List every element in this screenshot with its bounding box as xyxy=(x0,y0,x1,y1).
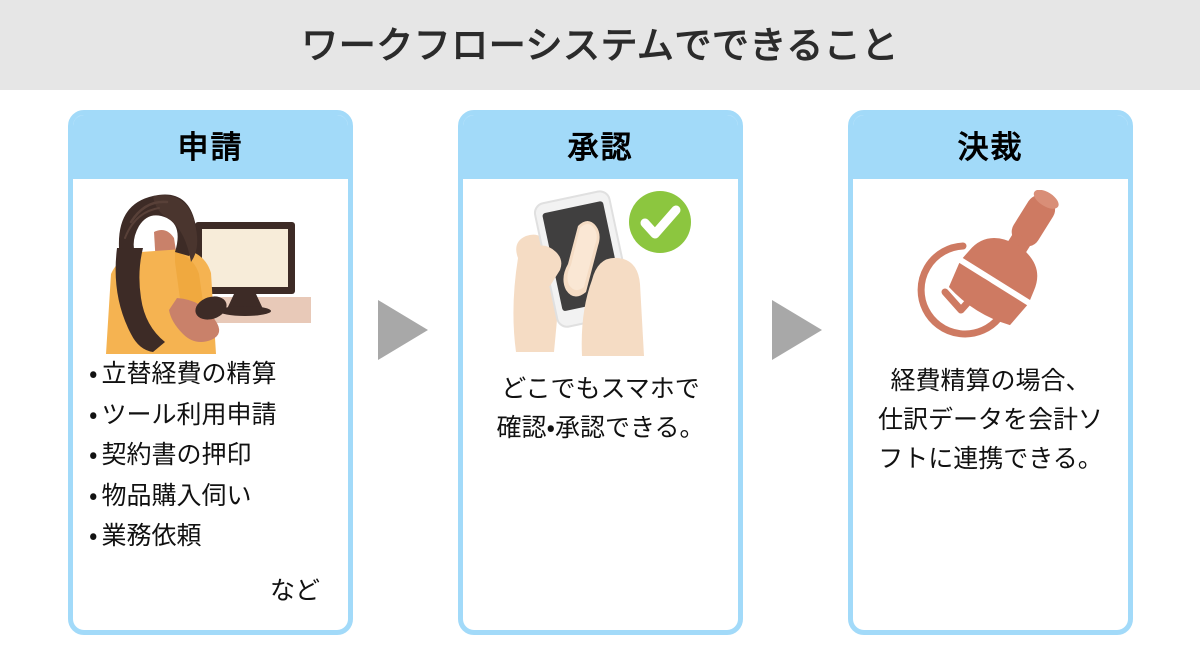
page-title: ワークフローシステムでできること xyxy=(301,24,899,66)
decision-description-line: 経費精算の場合、 xyxy=(890,367,1091,395)
arrow-right-icon xyxy=(772,300,822,360)
decision-description-line: 仕訳データを会計ソ xyxy=(877,405,1103,434)
list-item-label: 物品購入伺い xyxy=(101,481,252,510)
list-item: ・ツール利用申請 xyxy=(83,395,348,436)
card-approval-body: どこでもスマホで 確認・承認できる。 xyxy=(463,179,738,630)
hand-smartphone-illustration xyxy=(463,179,738,356)
card-application[interactable]: 申請 xyxy=(68,110,353,635)
bullet-mark: ・ xyxy=(89,400,98,429)
list-item-label: 立替経費の精算 xyxy=(101,360,277,388)
card-approval[interactable]: 承認 xyxy=(458,110,743,635)
bullet-mark: ・ xyxy=(89,481,98,510)
decision-description: 経費精算の場合、 仕訳データを会計ソ フトに連携できる。 xyxy=(853,362,1128,478)
card-decision-body: 経費精算の場合、 仕訳データを会計ソ フトに連携できる。 xyxy=(853,179,1128,630)
list-item: ・物品購入伺い xyxy=(83,476,348,517)
bullet-mark: ・ xyxy=(89,441,98,469)
approval-description: どこでもスマホで 確認・承認できる。 xyxy=(463,370,738,448)
list-item-label: ツール利用申請 xyxy=(101,400,277,429)
card-decision-header: 決裁 xyxy=(853,115,1128,179)
decision-description-line: フトに連携できる。 xyxy=(878,444,1103,473)
workflow-board: 申請 xyxy=(0,90,1200,650)
arrow-application-to-approval xyxy=(378,300,428,360)
list-item-label: 契約書の押印 xyxy=(101,441,252,469)
card-approval-header: 承認 xyxy=(463,115,738,179)
card-application-header: 申請 xyxy=(73,115,348,179)
hand-smartphone-check-icon xyxy=(512,189,691,356)
hanko-stamp-illustration xyxy=(853,179,1128,354)
list-item: ・契約書の押印 xyxy=(83,435,348,476)
person-at-computer-illustration xyxy=(73,179,348,354)
arrow-right-icon xyxy=(378,300,428,360)
card-application-body: ・立替経費の精算 ・ツール利用申請 ・契約書の押印 ・物品購入伺い ・業務依頼 … xyxy=(73,179,348,630)
check-circle-outline-icon xyxy=(917,242,1002,337)
bullet-mark: ・ xyxy=(89,522,98,550)
hanko-stamp-check-icon xyxy=(917,189,1059,337)
card-application-title: 申請 xyxy=(177,129,244,165)
list-item: ・業務依頼 xyxy=(83,516,348,557)
person-at-computer-icon xyxy=(105,193,311,354)
card-decision[interactable]: 決裁 xyxy=(848,110,1133,635)
approval-description-line: どこでもスマホで xyxy=(501,375,700,403)
list-item: ・立替経費の精算 xyxy=(83,354,348,395)
bullet-mark: ・ xyxy=(89,360,98,388)
card-decision-title: 決裁 xyxy=(957,129,1024,165)
arrow-approval-to-decision xyxy=(772,300,822,360)
application-etc-label: など xyxy=(269,576,320,605)
application-feature-list: ・立替経費の精算 ・ツール利用申請 ・契約書の押印 ・物品購入伺い ・業務依頼 xyxy=(73,354,348,557)
approval-description-line: 確認・承認できる。 xyxy=(496,413,705,442)
list-item-label: 業務依頼 xyxy=(101,522,202,550)
card-approval-title: 承認 xyxy=(567,129,634,165)
page-title-band: ワークフローシステムでできること xyxy=(0,0,1200,90)
